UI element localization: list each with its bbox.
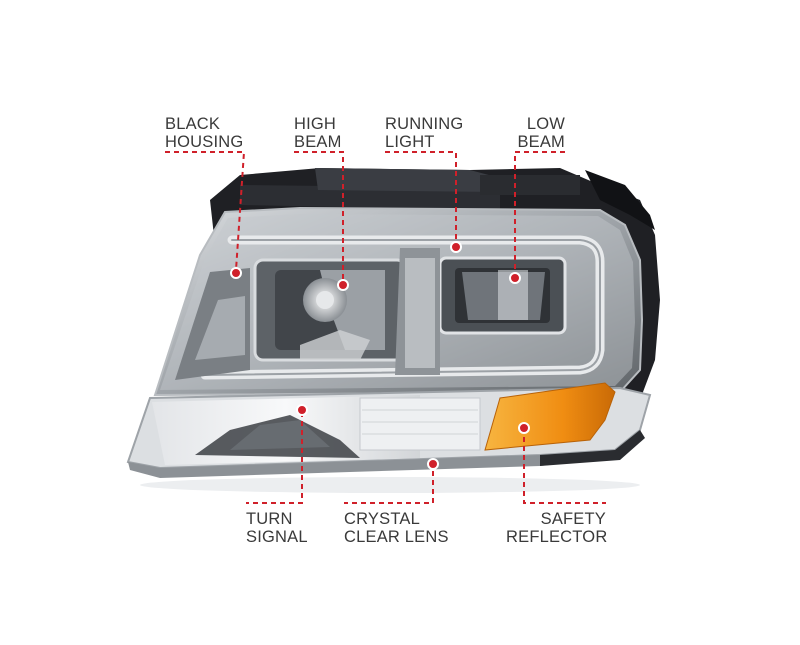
leader-dots — [230, 241, 530, 470]
label-turn-signal: TURN SIGNAL — [246, 510, 308, 546]
leader-high-beam — [294, 151, 344, 283]
label-crystal-clear-lens: CRYSTAL CLEAR LENS — [344, 510, 449, 546]
dot-black-housing — [230, 267, 242, 279]
dot-turn-signal — [296, 404, 308, 416]
dot-running-light — [450, 241, 462, 253]
leader-turn-signal — [246, 412, 303, 504]
floor-reflection — [140, 477, 640, 493]
dot-crystal-clear-lens — [427, 458, 439, 470]
label-running-light: RUNNING LIGHT — [385, 115, 464, 151]
lower-lamp-shape — [126, 382, 652, 478]
label-low-beam: LOW BEAM — [517, 115, 565, 151]
label-black-housing: BLACK HOUSING — [165, 115, 244, 151]
leader-low-beam — [514, 151, 565, 276]
leader-lines — [165, 151, 606, 504]
dot-low-beam — [509, 272, 521, 284]
main-lens-shape — [153, 206, 644, 397]
dot-high-beam — [337, 279, 349, 291]
label-safety-reflector: SAFETY REFLECTOR — [506, 510, 608, 546]
leader-black-housing — [165, 151, 246, 271]
leader-safety-reflector — [523, 428, 606, 504]
leader-crystal-clear-lens — [344, 462, 434, 504]
label-high-beam: HIGH BEAM — [294, 115, 342, 151]
dot-safety-reflector — [518, 422, 530, 434]
